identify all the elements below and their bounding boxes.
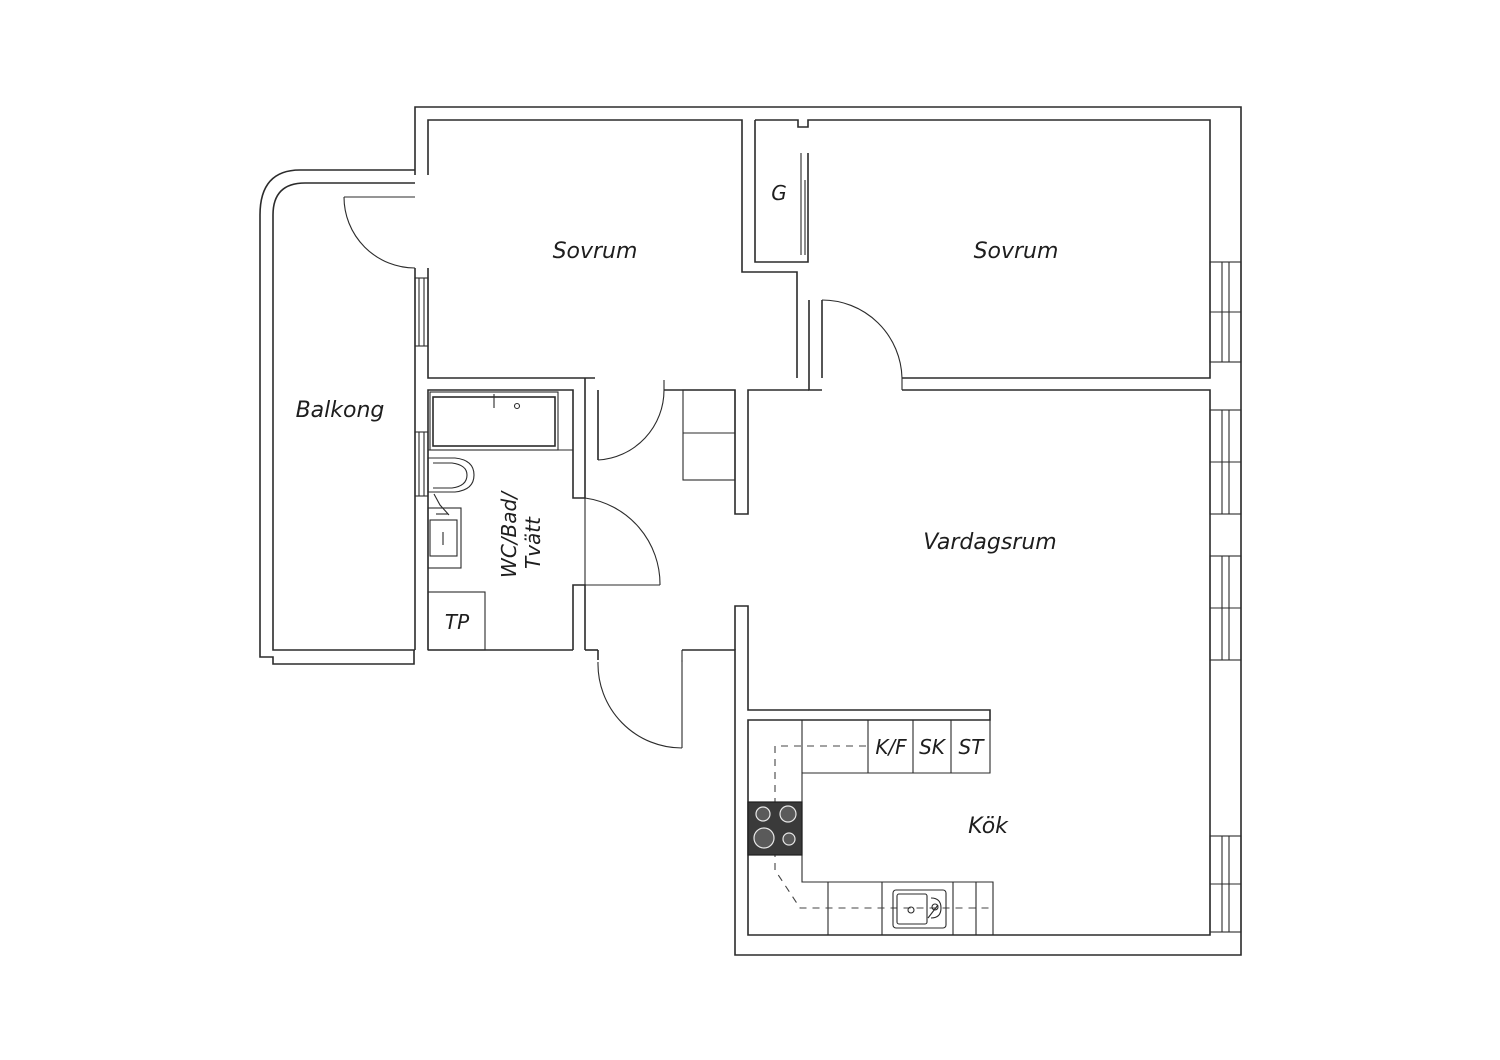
bedroom-left-label: Sovrum: [553, 239, 638, 264]
bathroom-label-line1: WC/Bad/: [497, 490, 521, 578]
hall-wardrobe: [664, 389, 809, 515]
dryer-box: [427, 591, 486, 651]
bedroom-right-door: [821, 299, 903, 390]
bathroom-label: WC/Bad/ Tvätt: [497, 490, 545, 578]
balcony-door: [343, 196, 416, 269]
left-wall: [414, 268, 595, 650]
dryer-label: TP: [445, 610, 470, 634]
closet-g: [754, 120, 809, 263]
stove: [747, 801, 803, 856]
bathtub: [428, 391, 573, 451]
kitchen-sink: [892, 889, 947, 929]
bathroom-label-line2: Tvätt: [521, 516, 545, 569]
balcony-outline: [259, 169, 415, 665]
bedroom-left-door: [597, 380, 665, 461]
cabinet-label: SK: [919, 735, 947, 759]
fridge-freezer-label: K/F: [875, 735, 907, 759]
kitchen-label: Kök: [968, 814, 1009, 839]
bedroom-right-label: Sovrum: [974, 239, 1059, 264]
living-room-label: Vardagsrum: [923, 530, 1056, 555]
balcony-label: Balkong: [296, 398, 385, 423]
entrance-door: [597, 650, 683, 749]
washbasin: [427, 493, 462, 569]
stove-cabinet-label: ST: [959, 735, 986, 759]
windows-right: [1209, 261, 1242, 933]
kitchen-counter: [748, 719, 994, 935]
closet-label: G: [771, 181, 787, 205]
bathroom-door: [584, 497, 661, 586]
toilet: [427, 457, 475, 493]
